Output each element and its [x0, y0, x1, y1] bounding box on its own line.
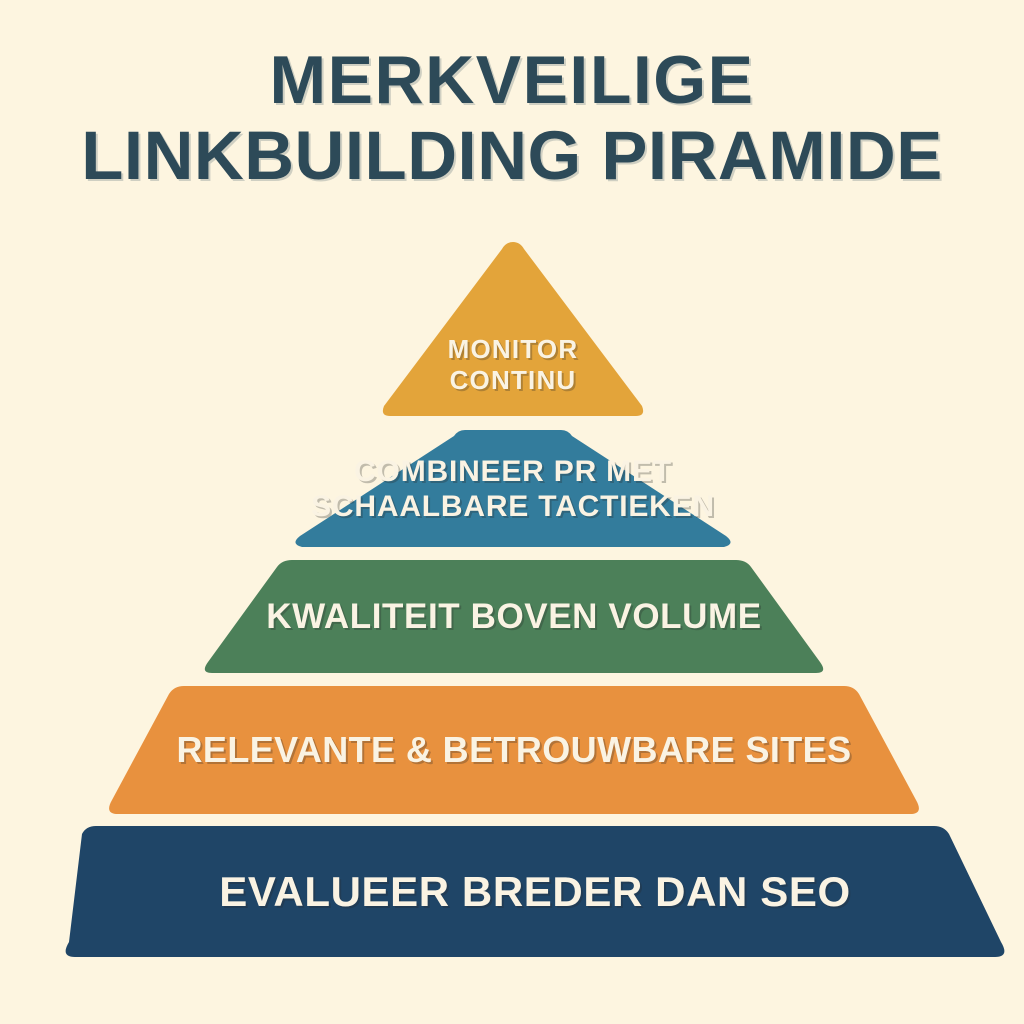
pyramid-level-1-shape	[382, 242, 644, 416]
pyramid-level-1: MONITOR CONTINU	[380, 240, 646, 418]
pyramid-level-2-shape	[295, 430, 731, 547]
pyramid-level-5: EVALUEER BREDER DAN SEO	[60, 824, 1010, 960]
page-title: MERKVEILIGE LINKBUILDING PIRAMIDE	[0, 42, 1024, 194]
pyramid-level-4: RELEVANTE & BETROUWBARE SITES	[104, 684, 924, 817]
page-title-line-1: MERKVEILIGE	[269, 42, 755, 118]
pyramid-level-2: COMBINEER PR MET SCHAALBARE TACTIEKEN	[290, 428, 736, 550]
pyramid-level-3: KWALITEIT BOVEN VOLUME	[200, 558, 828, 676]
page-title-line-2: LINKBUILDING PIRAMIDE	[81, 117, 943, 194]
pyramid-level-3-shape	[204, 560, 824, 673]
pyramid-level-5-shape	[65, 826, 1005, 957]
pyramid-level-4-shape	[109, 686, 919, 814]
